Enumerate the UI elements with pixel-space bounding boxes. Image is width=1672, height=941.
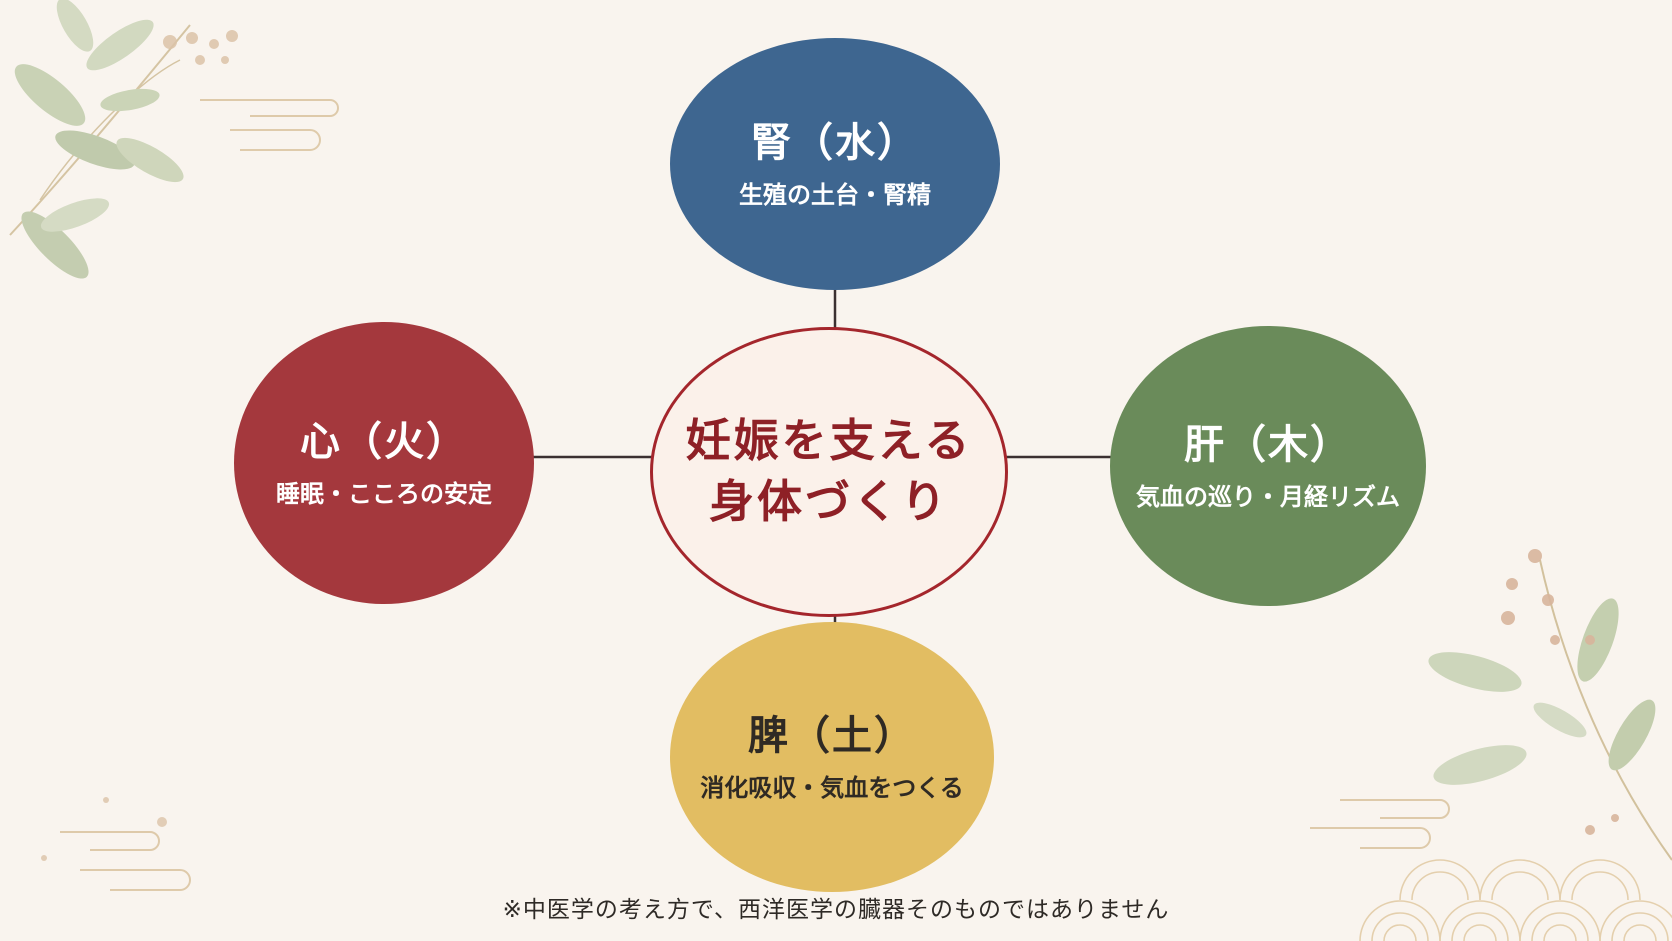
spleen-title: 脾（土） [748,712,916,759]
kidney-subtitle: 生殖の土台・腎精 [739,180,931,209]
leaf-branch-icon [1428,559,1672,861]
kidney-water-node: 腎（水） 生殖の土台・腎精 [670,38,1000,290]
kidney-title: 腎（水） [751,119,919,166]
center-concept-node: 妊娠を支える 身体づくり [650,327,1008,617]
footnote: ※中医学の考え方で、西洋医学の臓器そのものではありません [502,897,1170,923]
berry-sprig-icon [163,30,238,65]
leaf-branch-icon [9,0,191,279]
spleen-subtitle: 消化吸収・気血をつくる [700,773,964,802]
liver-subtitle: 気血の巡り・月経リズム [1136,482,1400,511]
liver-wood-node: 肝（木） 気血の巡り・月経リズム [1110,326,1426,606]
heart-title: 心（火） [300,418,468,465]
berry-sprig-icon [1501,549,1619,835]
center-title-line2: 身体づくり [708,475,949,528]
center-title-line1: 妊娠を支える [685,414,973,468]
heart-subtitle: 睡眠・こころの安定 [276,479,492,508]
liver-title: 肝（木） [1184,421,1352,468]
heart-fire-node: 心（火） 睡眠・こころの安定 [234,322,534,604]
cloud-swirl-icon [1310,799,1450,849]
spleen-earth-node: 脾（土） 消化吸収・気血をつくる [670,622,994,892]
